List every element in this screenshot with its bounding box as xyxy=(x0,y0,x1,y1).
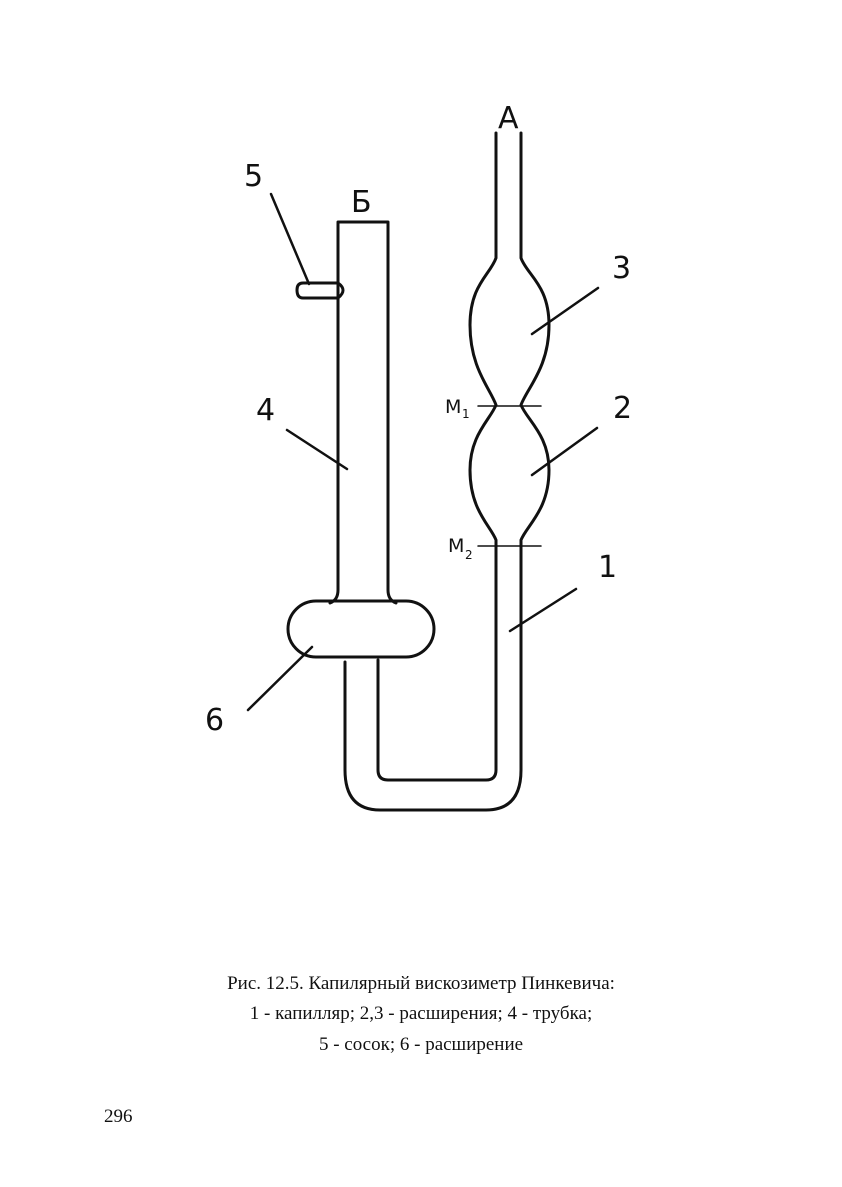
label-a: А xyxy=(498,101,519,136)
label-2: 2 xyxy=(613,391,632,426)
label-5: 5 xyxy=(244,159,263,194)
label-m2-sub: 2 xyxy=(465,548,473,562)
wide-tube xyxy=(330,222,396,603)
label-4: 4 xyxy=(256,393,275,428)
capillary-inner-wall xyxy=(345,133,549,810)
label-m2: M xyxy=(448,535,464,557)
leader-3 xyxy=(532,288,598,334)
label-m1: M xyxy=(445,396,461,418)
nipple xyxy=(297,283,343,298)
viscometer-diagram: А Б 5 3 2 4 1 6 M 1 M 2 xyxy=(0,0,842,960)
caption-legend-line-2: 5 - сосок; 6 - расширение xyxy=(0,1034,842,1056)
leader-5 xyxy=(271,194,309,284)
label-m1-sub: 1 xyxy=(462,407,470,421)
caption-title: Рис. 12.5. Капилярный вискозиметр Пинкев… xyxy=(0,973,842,995)
caption-legend-line-1: 1 - капилляр; 2,3 - расширения; 4 - труб… xyxy=(0,1003,842,1025)
label-3: 3 xyxy=(612,251,631,286)
leader-6 xyxy=(248,647,312,710)
page-number: 296 xyxy=(104,1106,133,1128)
label-b: Б xyxy=(351,185,372,220)
label-1: 1 xyxy=(598,550,617,585)
capillary-outer-wall xyxy=(378,133,496,780)
label-6: 6 xyxy=(205,703,224,738)
